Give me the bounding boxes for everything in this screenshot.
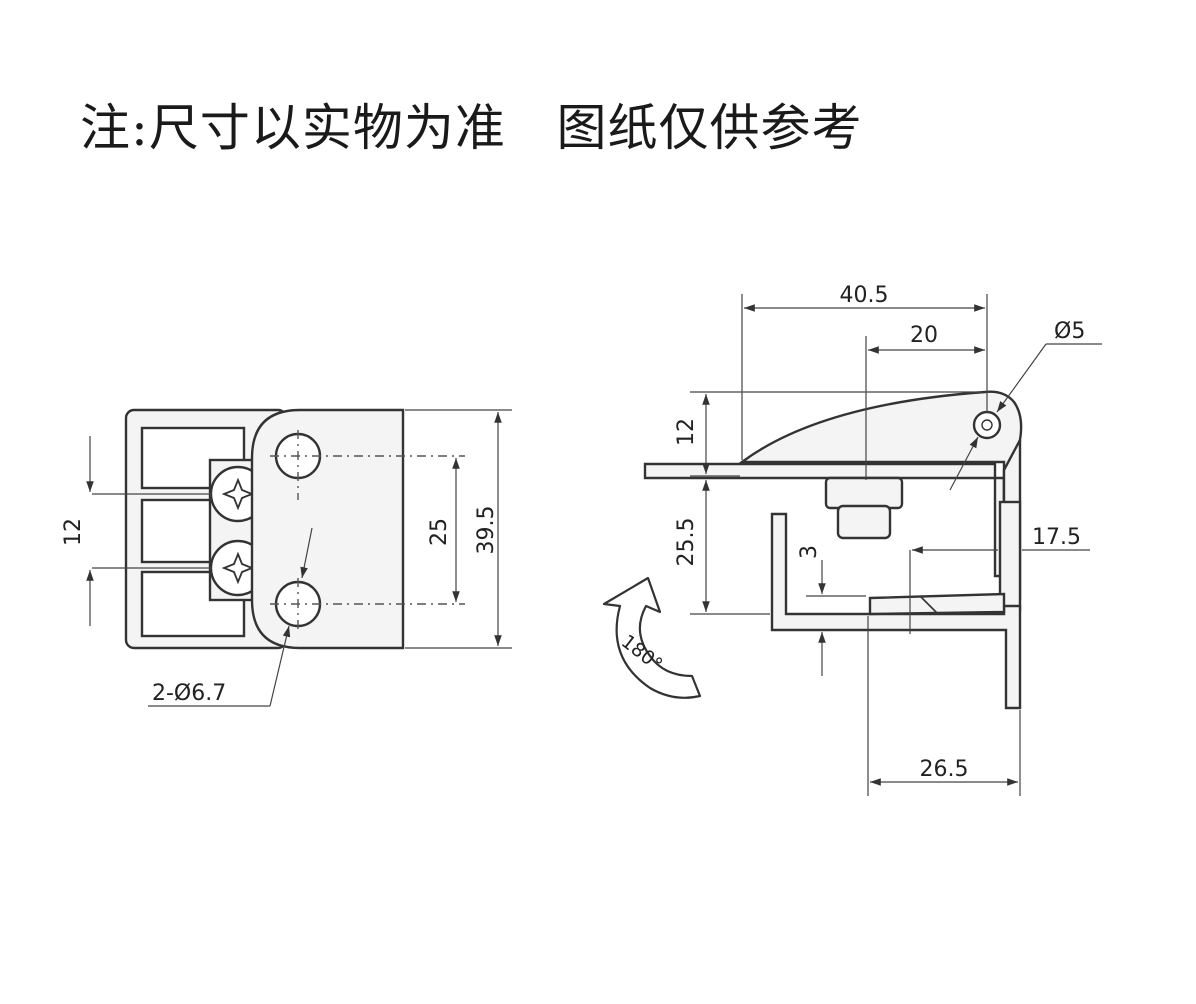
dim-overall-length: 40.5 bbox=[840, 283, 889, 308]
lever-arm bbox=[738, 390, 1023, 500]
dim-screw-spacing: 12 bbox=[61, 518, 86, 546]
rotation-arrow-icon: 180° bbox=[602, 576, 702, 699]
dim-holes-label: 2-Ø6.7 bbox=[152, 681, 226, 706]
dim-pin-diameter: Ø5 bbox=[1054, 319, 1085, 344]
side-view: 40.5 20 Ø5 12 25.5 3 17.5 26.5 bbox=[602, 283, 1102, 796]
note-text: 注:尺寸以实物为准 图纸仅供参考 bbox=[80, 99, 863, 157]
dim-total-height: 39.5 bbox=[474, 506, 499, 555]
front-view: 39.5 25 12 2-Ø6.7 bbox=[61, 408, 512, 707]
hinge-leaf bbox=[250, 408, 405, 650]
dim-lever-height: 12 bbox=[674, 418, 699, 446]
dim-lower-height: 25.5 bbox=[674, 518, 699, 567]
dim-hole-spacing: 25 bbox=[427, 518, 452, 546]
dim-bottom-width: 26.5 bbox=[920, 757, 969, 782]
latch-tongue bbox=[868, 592, 1006, 616]
dim-gap: 3 bbox=[797, 545, 822, 559]
plunger-housing bbox=[824, 476, 904, 510]
dim-width-right: 17.5 bbox=[1032, 525, 1081, 550]
dim-pin-offset: 20 bbox=[910, 323, 938, 348]
plunger-tip bbox=[836, 504, 892, 540]
lower-bracket bbox=[770, 512, 1022, 710]
